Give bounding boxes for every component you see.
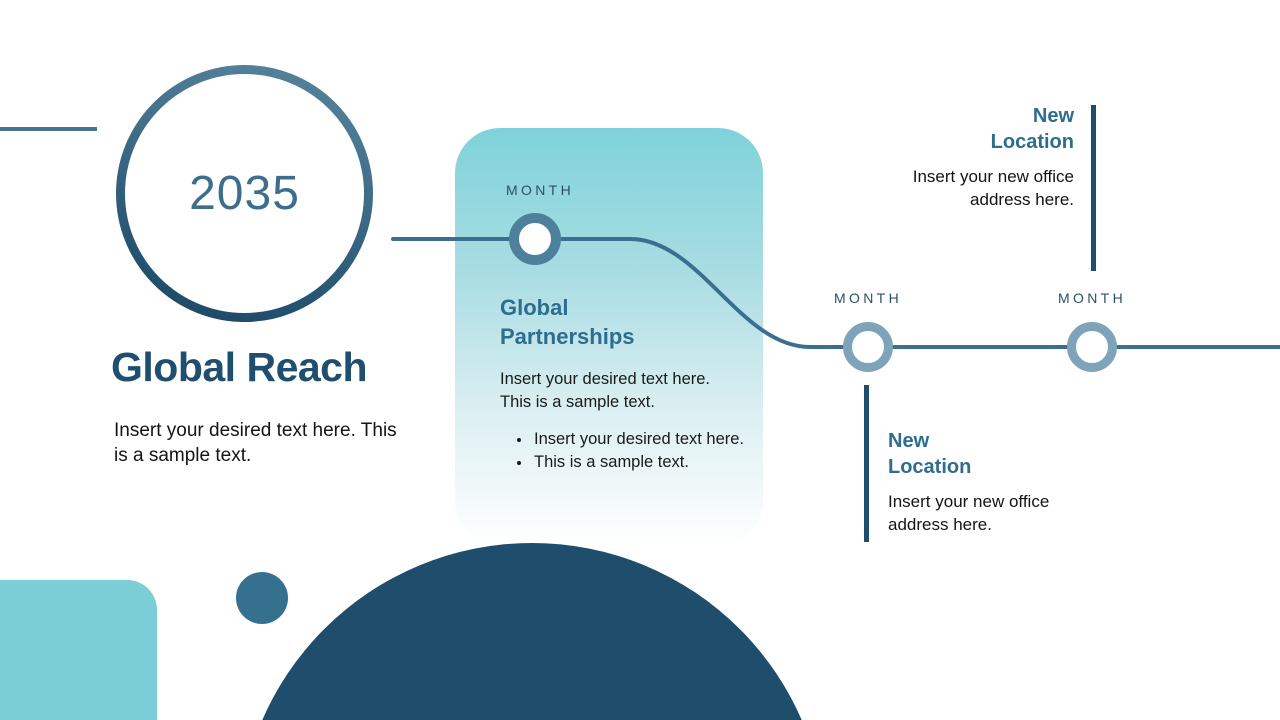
location-body: Insert your new office address here. bbox=[888, 492, 1050, 534]
page-subtitle: Insert your desired text here. This is a… bbox=[114, 420, 397, 466]
card-body-text: Insert your desired text here. This is a… bbox=[500, 370, 711, 411]
location-body: Insert your new office address here. bbox=[912, 167, 1074, 209]
location-block-top-right: New Location Insert your new office addr… bbox=[874, 103, 1074, 211]
location-block-bottom-right: New Location Insert your new office addr… bbox=[888, 428, 1088, 536]
timeline-node-3 bbox=[1067, 322, 1117, 372]
divider-line-bottom-right bbox=[864, 385, 869, 542]
card-bullet-item: Insert your desired text here. bbox=[532, 428, 747, 451]
small-dot-circle-shape bbox=[236, 572, 288, 624]
teal-rounded-square-shape bbox=[0, 580, 157, 720]
timeline-node-1 bbox=[509, 213, 561, 265]
year-label: 2035 bbox=[189, 167, 300, 220]
location-heading: New Location bbox=[888, 430, 972, 478]
card-bullet-list: Insert your desired text here. This is a… bbox=[500, 428, 747, 474]
page-title: Global Reach bbox=[111, 344, 368, 390]
year-circle-outline bbox=[116, 65, 373, 322]
timeline-node-2 bbox=[843, 322, 893, 372]
location-heading: New Location bbox=[990, 105, 1074, 153]
divider-line-top-right bbox=[1091, 105, 1096, 271]
month-label-1: MONTH bbox=[505, 182, 575, 198]
month-label-3: MONTH bbox=[1057, 290, 1127, 306]
month-label-2: MONTH bbox=[833, 290, 903, 306]
card-heading: Global Partnerships bbox=[500, 295, 635, 349]
navy-semicircle-shape bbox=[238, 543, 826, 720]
card-bullet-item: This is a sample text. bbox=[532, 451, 747, 474]
